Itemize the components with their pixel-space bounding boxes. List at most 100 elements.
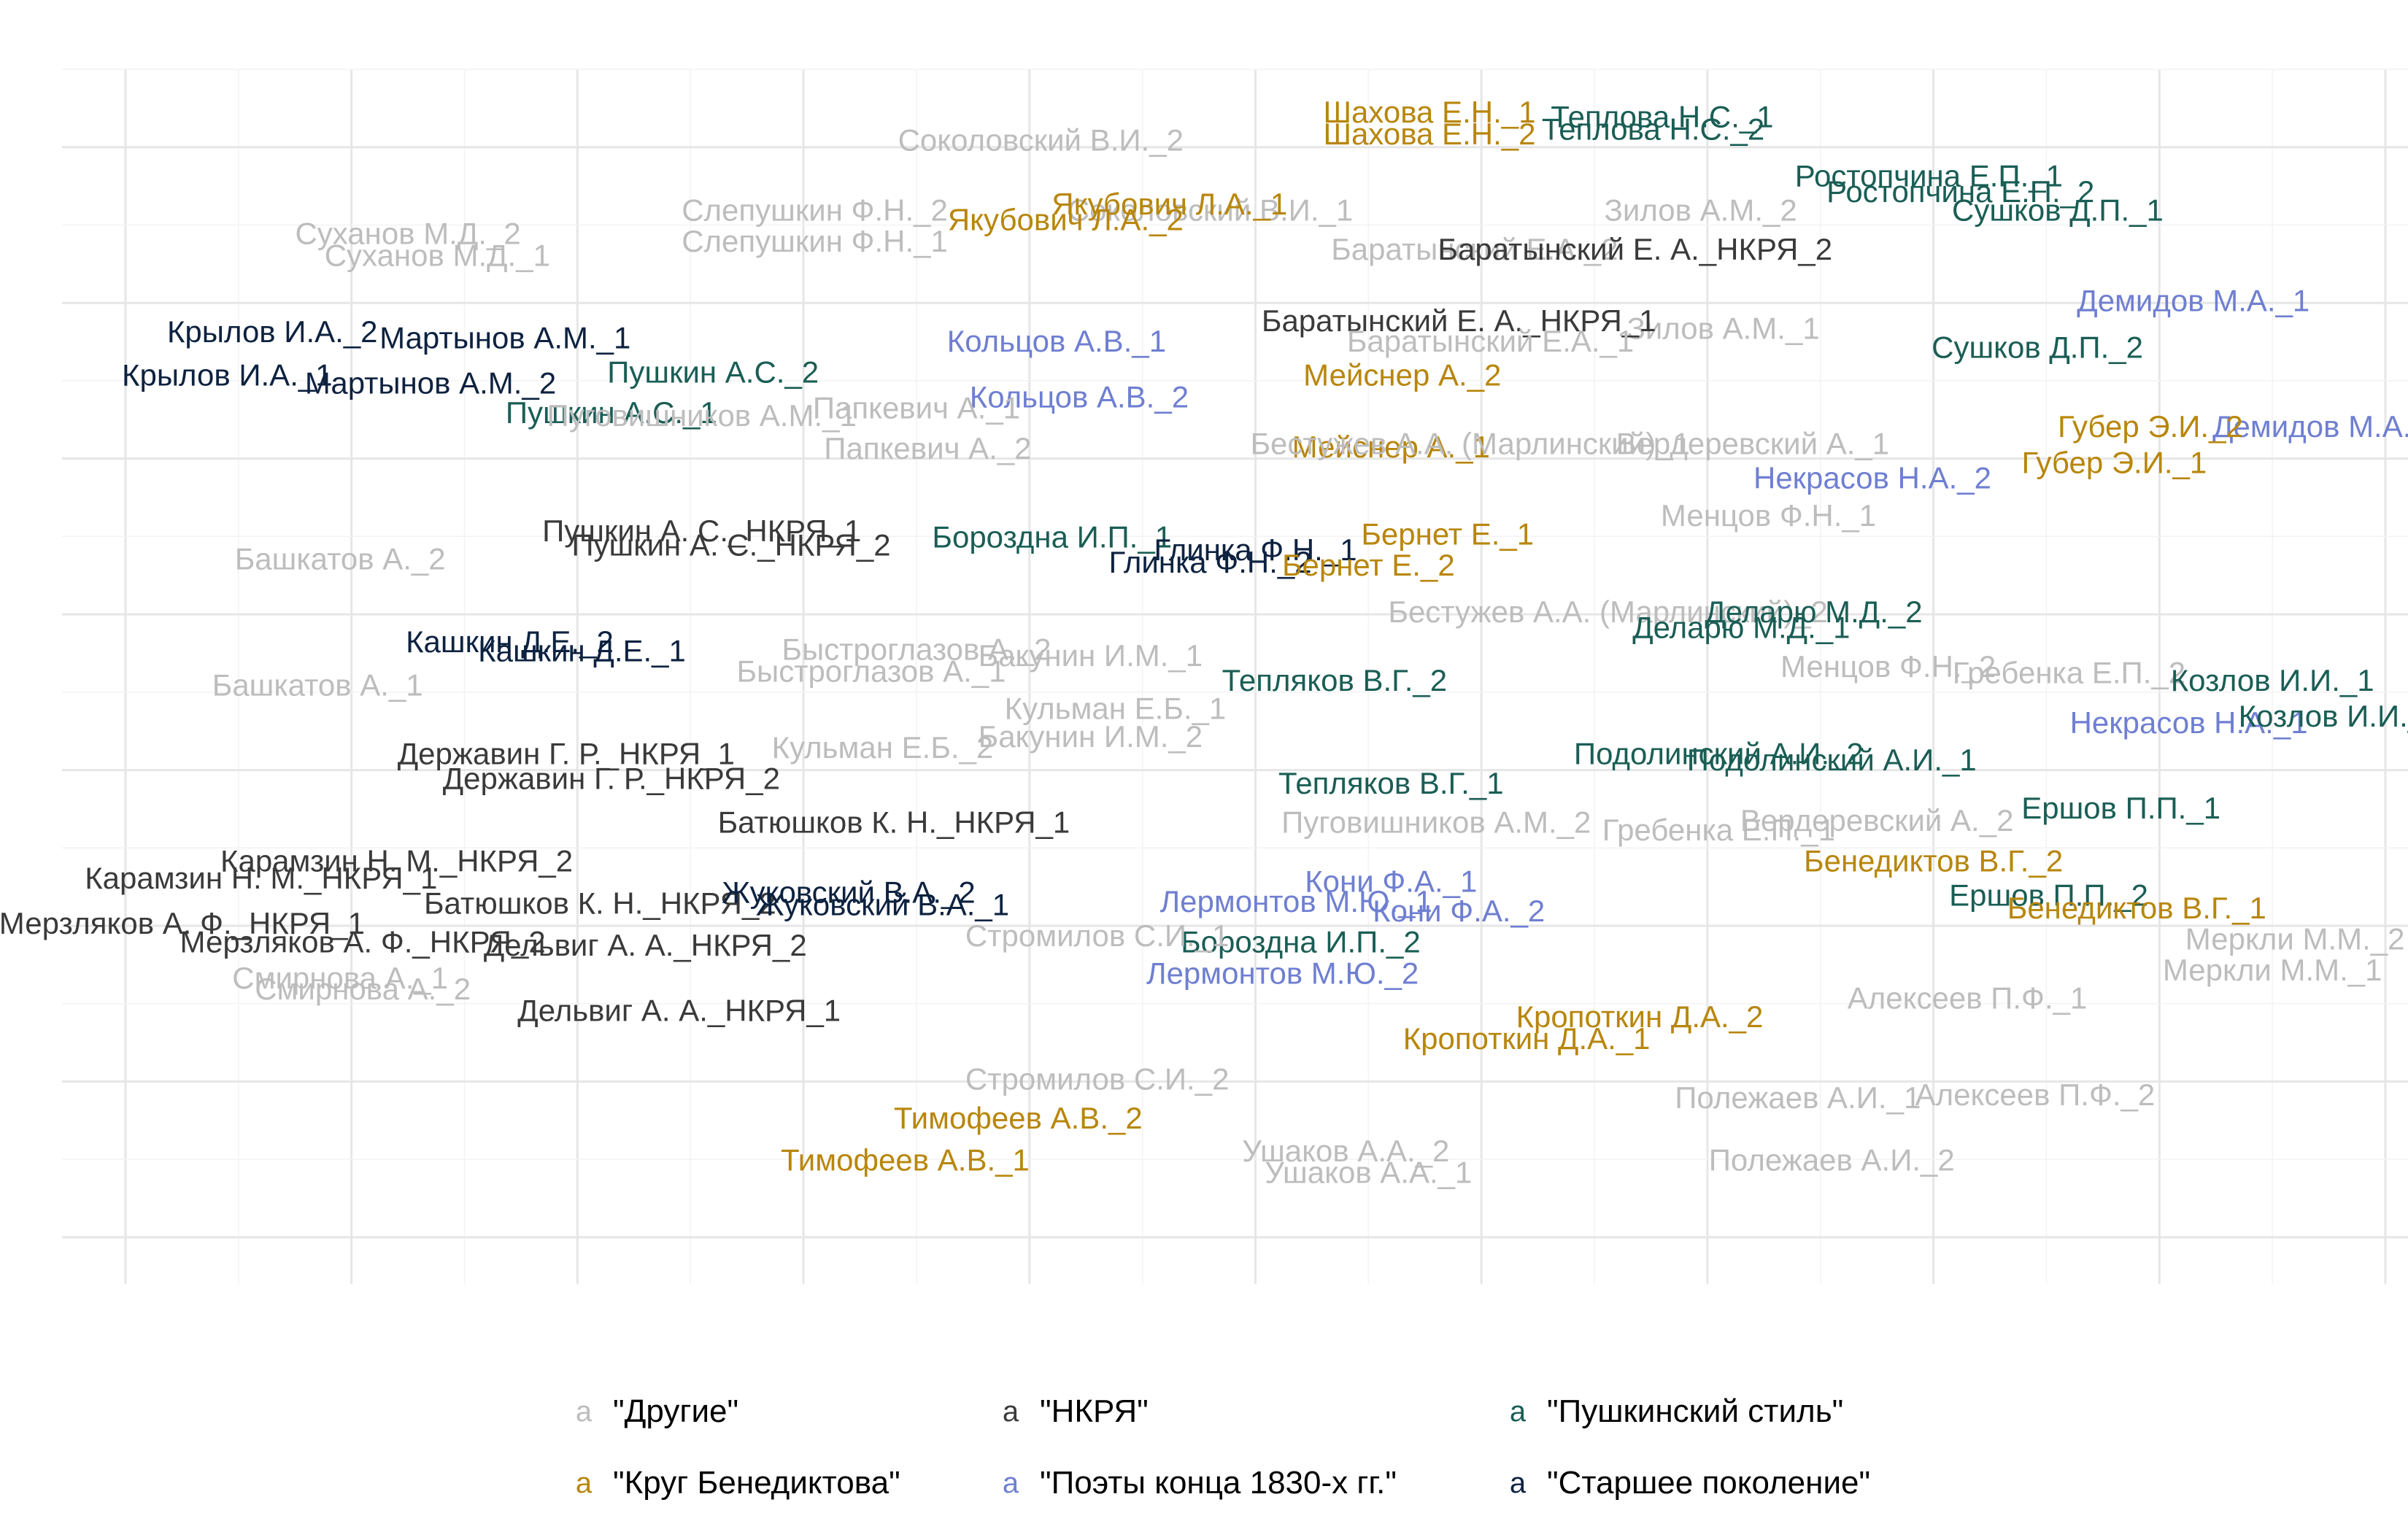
legend-item-benediktov: a"Круг Бенедиктова" bbox=[562, 1461, 900, 1505]
legend-item-nkrya: a "НКРЯ" bbox=[989, 1390, 1149, 1434]
point-label: Бакунин И.М._1 bbox=[979, 638, 1203, 673]
point-label: Деларю М.Д._1 bbox=[1632, 611, 1850, 645]
legend-label: "НКРЯ" bbox=[1040, 1393, 1149, 1429]
point-label: Демидов М.А._2 bbox=[2212, 409, 2408, 444]
point-label: Смирнова А._1 bbox=[232, 961, 448, 995]
point-label: Батюшков К. Н._НКРЯ_2 bbox=[424, 886, 776, 920]
point-label: Кашкин Д.Е._2 bbox=[406, 624, 614, 659]
point-label: Бороздна И.П._1 bbox=[932, 520, 1172, 554]
point-label: Карамзин Н. М._НКРЯ_2 bbox=[220, 844, 573, 878]
point-label: Гребенка Е.П._2 bbox=[1953, 655, 2185, 689]
legend-key: a bbox=[1509, 1395, 1527, 1428]
point-label: Карамзин Н. М._НКРЯ_1 bbox=[85, 861, 437, 895]
point-label: Тимофеев А.В._2 bbox=[894, 1101, 1143, 1135]
point-label: Крылов И.А._1 bbox=[122, 358, 333, 392]
point-label: Жуковский В.А._2 bbox=[722, 875, 975, 909]
point-label: Тепляков В.Г._1 bbox=[1278, 766, 1504, 800]
point-label: Баратынский Е. А._НКРЯ_1 bbox=[1262, 303, 1656, 338]
point-label: Вердеревский А._2 bbox=[1740, 803, 2014, 837]
point-label: Лермонтов М.Ю._2 bbox=[1146, 956, 1419, 990]
point-label: Тепляков В.Г._2 bbox=[1222, 663, 1448, 697]
point-label: Мартынов А.М._1 bbox=[379, 321, 630, 355]
point-label: Алексеев П.Ф._1 bbox=[1848, 981, 2088, 1015]
point-label: Батюшков К. Н._НКРЯ_1 bbox=[718, 805, 1070, 839]
point-label: Ушаков А.А._1 bbox=[1265, 1156, 1472, 1190]
point-label: Сушков Д.П._1 bbox=[1952, 193, 2164, 227]
point-label: Менцов Ф.Н._2 bbox=[1780, 649, 1996, 684]
point-label: Тимофеев А.В._1 bbox=[781, 1143, 1030, 1177]
point-label: Ростопчина Е.П._1 bbox=[1795, 159, 2063, 193]
point-label: Крылов И.А._2 bbox=[167, 314, 378, 349]
point-label: Башкатов А._2 bbox=[235, 542, 446, 576]
point-label: Кульман Е.Б._2 bbox=[772, 730, 994, 765]
point-label: Полежаев А.И._1 bbox=[1675, 1080, 1921, 1115]
legend-key: a bbox=[1002, 1395, 1019, 1428]
point-label: Лермонтов М.Ю._1 bbox=[1160, 884, 1432, 918]
point-label: Кропоткин Д.А._2 bbox=[1516, 999, 1764, 1034]
point-label: Соколовский В.И._1 bbox=[1068, 193, 1353, 227]
point-label: Шахова Е.Н._1 bbox=[1323, 95, 1535, 129]
point-label: Пуговишников А.М._1 bbox=[547, 398, 857, 433]
point-label: Кольцов А.В._2 bbox=[970, 380, 1189, 414]
point-label: Менцов Ф.Н._1 bbox=[1661, 498, 1876, 533]
point-label: Деларю М.Д._2 bbox=[1705, 595, 1922, 629]
legend-key: a bbox=[1002, 1466, 1019, 1499]
point-label: Слепушкин Ф.Н._2 bbox=[682, 193, 948, 227]
point-label: Баратынский Е.А._1 bbox=[1347, 324, 1634, 358]
point-label: Теплова Н.С._1 bbox=[1551, 99, 1773, 134]
point-label: Смирнова А._2 bbox=[255, 972, 471, 1006]
point-label: Меркли М.М._2 bbox=[2185, 921, 2405, 956]
point-label: Пушкин А. С._НКРЯ_2 bbox=[571, 527, 890, 562]
point-label: Ершов П.П._1 bbox=[2021, 791, 2220, 825]
point-label: Мерзляков А. Ф._НКРЯ_2 bbox=[180, 925, 546, 959]
point-label: Губер Э.И._1 bbox=[2021, 445, 2207, 479]
legend-item-pushkin: a "Пушкинский стиль" bbox=[1496, 1390, 1843, 1434]
point-label: Подолинский А.И._1 bbox=[1687, 743, 1977, 777]
point-label: Якубович Л.А._2 bbox=[948, 202, 1184, 236]
point-label: Бороздна И.П._2 bbox=[1181, 925, 1421, 959]
point-label: Ростопчина Е.П._2 bbox=[1826, 174, 2094, 209]
point-label: Некрасов Н.А._2 bbox=[1753, 461, 1991, 495]
point-label: Стромилов С.И._2 bbox=[965, 1062, 1230, 1096]
point-label: Бернет Е._2 bbox=[1282, 548, 1455, 582]
point-label: Некрасов Н.А._1 bbox=[2070, 705, 2308, 740]
point-label: Шахова Е.Н._2 bbox=[1323, 117, 1535, 151]
point-label: Меркли М.М._1 bbox=[2163, 953, 2382, 987]
legend-item-older: a"Старшее поколение" bbox=[1496, 1461, 1870, 1505]
point-label: Алексеев П.Ф._2 bbox=[1915, 1078, 2156, 1112]
point-label: Бакунин И.М._2 bbox=[979, 719, 1203, 754]
point-label: Демидов М.А._1 bbox=[2077, 283, 2309, 317]
point-label: Глинка Ф.Н._1 bbox=[1154, 533, 1357, 567]
legend-label: "Старшее поколение" bbox=[1547, 1465, 1871, 1501]
point-label: Баратынский Е. А._НКРЯ_2 bbox=[1438, 232, 1832, 266]
point-label: Суханов М.Д._2 bbox=[295, 216, 520, 250]
point-label: Сушков Д.П._2 bbox=[1932, 330, 2143, 364]
point-label: Соколовский В.И._2 bbox=[898, 123, 1184, 157]
point-label: Бенедиктов В.Г._1 bbox=[2007, 891, 2266, 925]
legend-label: "Пушкинский стиль" bbox=[1547, 1393, 1844, 1429]
point-label: Зилов А.М._1 bbox=[1626, 312, 1819, 346]
point-label: Мейснер А._1 bbox=[1292, 430, 1490, 464]
point-label: Кони Ф.А._2 bbox=[1373, 894, 1545, 928]
point-label: Стромилов С.И._1 bbox=[965, 918, 1230, 953]
point-label: Папкевич А._2 bbox=[824, 431, 1031, 465]
point-label: Кашкин Д.Е._1 bbox=[478, 634, 686, 668]
point-label: Зилов А.М._2 bbox=[1605, 193, 1797, 227]
point-label: Жуковский В.А._1 bbox=[756, 888, 1009, 922]
legend-label: "Поэты конца 1830-х гг." bbox=[1040, 1465, 1397, 1501]
legend: a"Другие"a"НКРЯ"a"Пушкинский стиль"a"Кру… bbox=[562, 1390, 2021, 1506]
legend-key: a bbox=[575, 1395, 593, 1428]
point-label: Бенедиктов В.Г._2 bbox=[1804, 844, 2063, 878]
point-label: Дельвиг А. А._НКРЯ_2 bbox=[484, 928, 807, 962]
point-label: Державин Г. Р._НКРЯ_2 bbox=[443, 762, 780, 796]
point-label: Глинка Ф.Н._2 bbox=[1108, 545, 1311, 579]
point-label: Державин Г. Р._НКРЯ_1 bbox=[398, 736, 735, 770]
point-label: Кольцов А.В._1 bbox=[947, 324, 1166, 358]
point-label: Мартынов А.М._2 bbox=[305, 365, 556, 400]
grid bbox=[62, 69, 2408, 1284]
point-label: Слепушкин Ф.Н._1 bbox=[682, 224, 948, 258]
point-label: Вердеревский А._1 bbox=[1616, 427, 1890, 461]
point-label: Гребенка Е.П._1 bbox=[1602, 813, 1835, 847]
